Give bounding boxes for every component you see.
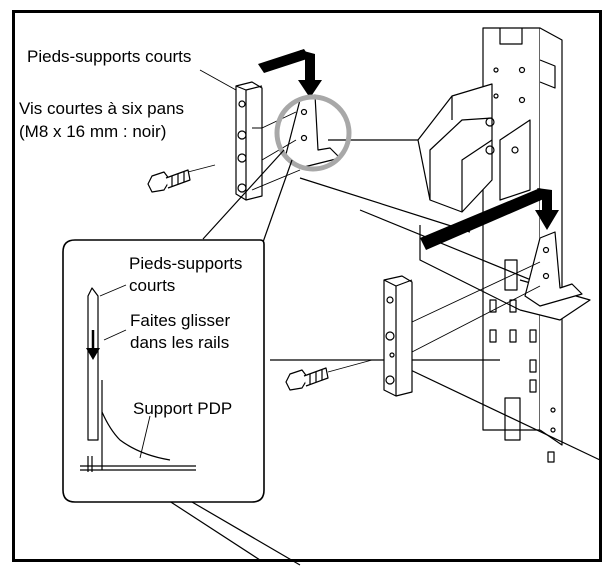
label-slide-line1: Faites glisser	[130, 311, 231, 330]
label-short-hex-screws-line1: Vis courtes à six pans	[19, 99, 185, 118]
label-leaders	[199, 69, 237, 91]
label-detail-short-feet-line2: courts	[129, 276, 176, 295]
insert-arrow-right	[420, 188, 559, 250]
detail-callout-lines	[202, 149, 293, 246]
label-slide-line2: dans les rails	[130, 333, 230, 352]
receiving-bracket-upper	[251, 94, 341, 191]
label-detail-short-feet-line1: Pieds-supports	[129, 254, 243, 273]
hex-screw-lower	[285, 359, 373, 391]
label-short-feet: Pieds-supports courts	[27, 47, 192, 66]
base-edge-lines	[159, 494, 301, 566]
short-foot-lower	[383, 275, 413, 397]
receiving-bracket-lower	[411, 231, 583, 353]
label-pdp-support: Support PDP	[133, 399, 233, 418]
hex-screw-upper	[147, 164, 216, 193]
short-foot-upper	[235, 81, 263, 201]
column-bracket	[417, 83, 531, 213]
detail-callout-circle	[274, 94, 352, 172]
label-short-hex-screws-line2: (M8 x 16 mm : noir)	[19, 122, 167, 141]
detail-callout-box	[62, 239, 265, 503]
insert-arrow-top	[258, 49, 322, 98]
